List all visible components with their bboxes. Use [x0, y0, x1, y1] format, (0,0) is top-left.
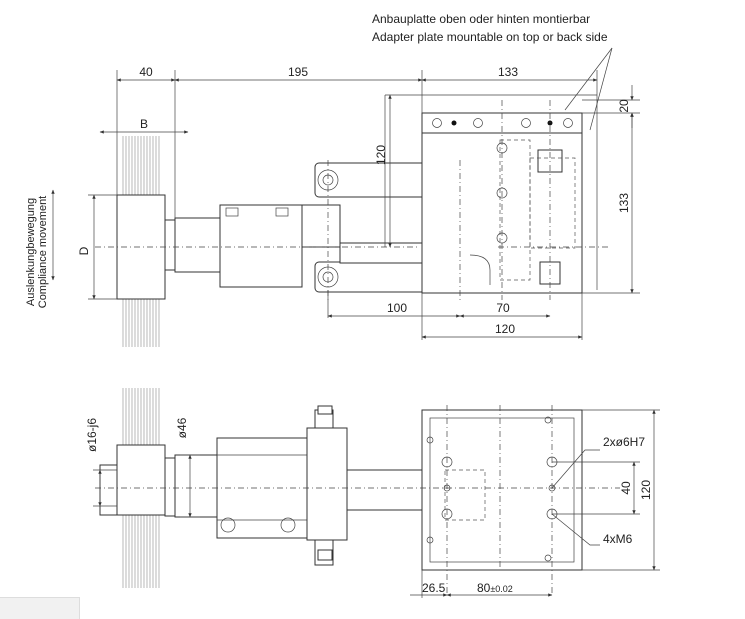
dim-16-j6: ø16-j6	[85, 418, 99, 452]
adapter-note-en: Adapter plate mountable on top or back s…	[372, 30, 608, 44]
dim-195: 195	[288, 65, 308, 79]
dim-120-side: 120	[639, 480, 653, 500]
dim-100: 100	[387, 301, 407, 315]
dim-70: 70	[496, 301, 510, 315]
dim-80: 80±0.02	[477, 581, 513, 595]
main-plate-bottom	[421, 409, 583, 571]
dim-40: 40	[139, 65, 153, 79]
dim-d: D	[77, 246, 91, 255]
dim-b: B	[140, 117, 148, 131]
spindle-disc-bottom	[116, 444, 166, 516]
motor-body-bottom	[174, 454, 218, 518]
motor-body-top	[174, 217, 221, 273]
compliance-housing-top	[219, 204, 303, 288]
dim-46: ø46	[175, 417, 189, 438]
dim-120-vertical: 120	[374, 145, 388, 165]
dim-40-bottom: 40	[619, 481, 633, 495]
dim-holes-h7: 2xø6H7	[603, 435, 645, 449]
dim-20: 20	[617, 99, 631, 113]
dim-133-right: 133	[617, 193, 631, 213]
corner-tab	[0, 597, 80, 619]
bottom-view: ø16-j6 ø46 2xø6H7 40 120 4xM6 26.5 80±0.…	[85, 388, 660, 598]
adapter-note-de: Anbauplatte oben oder hinten montierbar	[372, 12, 590, 26]
dim-26-5: 26.5	[422, 581, 446, 595]
compliance-label-de: Auslenkungbewegung	[25, 198, 37, 306]
dim-120-bottom: 120	[495, 322, 515, 336]
top-view: 40 195 133 B D 120 20 133 100 70 120 Anb…	[25, 12, 640, 347]
dim-133-top: 133	[498, 65, 518, 79]
dim-m6: 4xM6	[603, 532, 633, 546]
compliance-label-en: Compliance movement	[37, 196, 49, 309]
